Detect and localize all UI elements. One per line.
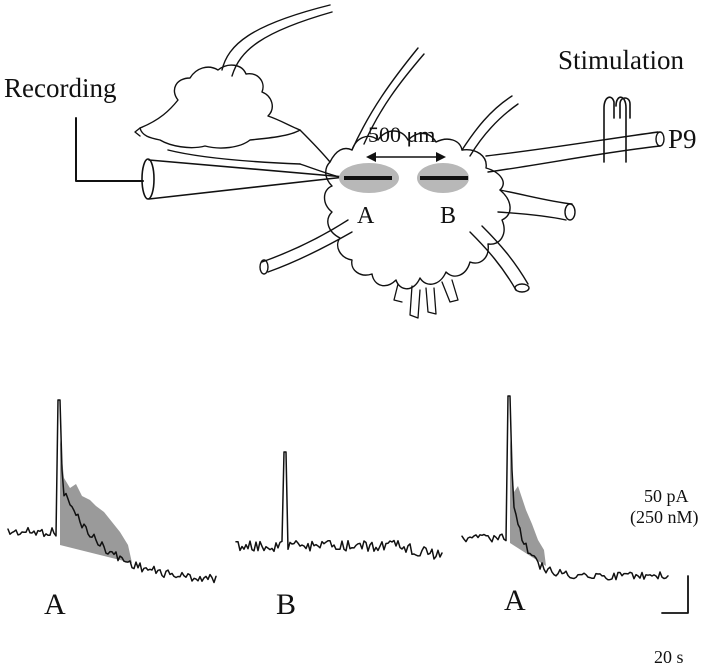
stimulation-electrode bbox=[603, 96, 631, 163]
p9-nerve bbox=[485, 131, 661, 173]
left-process bbox=[134, 127, 301, 165]
stim-electrode-left bbox=[603, 96, 615, 163]
down-left-nerve-end bbox=[259, 259, 269, 275]
right-lower-nerve-end bbox=[564, 203, 576, 221]
scale-bar: 50 pA (250 nM) 20 s bbox=[630, 486, 699, 667]
bottom-fringe bbox=[393, 279, 459, 319]
trace-a-first-line bbox=[7, 399, 217, 584]
down-right-nerve-end bbox=[514, 283, 530, 293]
trace-a-second-line bbox=[461, 395, 669, 581]
upper-process bbox=[221, 4, 333, 77]
neuron-drawing bbox=[134, 4, 665, 319]
down-right-nerve bbox=[469, 225, 529, 291]
distance-arrow-head-left bbox=[366, 152, 376, 162]
p9-label: P9 bbox=[668, 124, 697, 154]
trace-a-first bbox=[7, 399, 217, 584]
scale-current-label: 50 pA bbox=[644, 486, 689, 506]
trace-b-line bbox=[235, 451, 443, 560]
upper-mid-nerve bbox=[351, 47, 425, 151]
right-lower-nerve bbox=[497, 189, 573, 221]
trace-a-second-shaded-area bbox=[510, 440, 546, 566]
trace-label-1: A bbox=[44, 588, 66, 621]
scale-bar-lines bbox=[661, 575, 689, 614]
distance-arrow-head-right bbox=[436, 152, 446, 162]
stim-electrode-right bbox=[615, 96, 631, 163]
left-connective bbox=[299, 129, 337, 177]
recording-electrode bbox=[75, 117, 346, 200]
site-a-label: A bbox=[357, 203, 375, 229]
electrode-pipette-mouth bbox=[141, 158, 155, 200]
distance-label: 500 μm bbox=[368, 122, 435, 147]
site-b-label: B bbox=[440, 203, 456, 229]
p9-nerve-end bbox=[655, 131, 665, 147]
trace-label-3: A bbox=[504, 584, 526, 617]
recording-label: Recording bbox=[4, 73, 116, 103]
scale-time-label: 20 s bbox=[654, 647, 684, 667]
down-left-nerve bbox=[261, 219, 353, 273]
upper-right-nerve bbox=[461, 95, 519, 157]
electrode-wire bbox=[75, 117, 144, 182]
trace-a-first-shaded-area bbox=[60, 440, 132, 563]
upper-cell-lobe bbox=[139, 64, 301, 149]
trace-label-2: B bbox=[276, 588, 296, 621]
ganglion-body bbox=[323, 130, 511, 290]
trace-b bbox=[235, 451, 443, 560]
trace-a-second bbox=[461, 395, 669, 581]
electrode-pipette bbox=[148, 159, 346, 200]
recording-sites bbox=[339, 152, 469, 193]
scale-concentration-label: (250 nM) bbox=[630, 507, 699, 528]
stimulation-label: Stimulation bbox=[558, 45, 685, 75]
